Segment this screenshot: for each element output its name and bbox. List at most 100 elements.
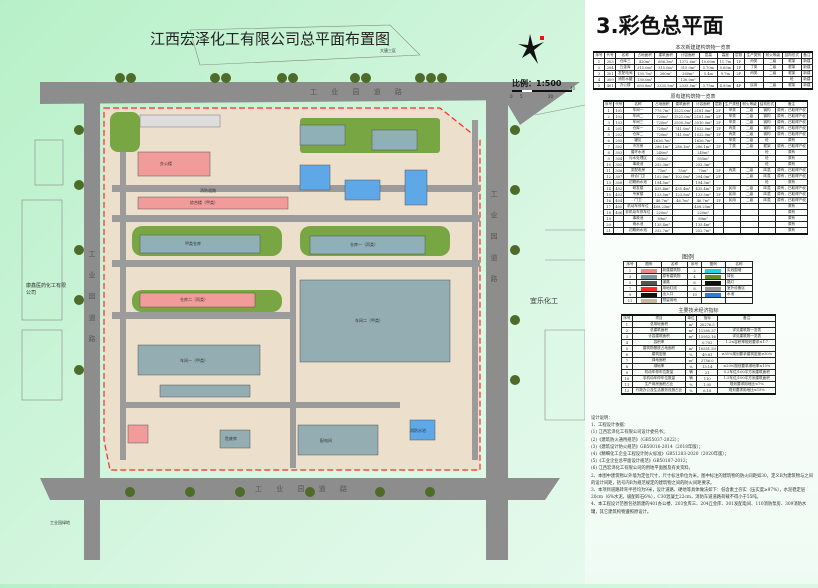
column-header: 生产类别 [743,51,764,59]
notes-line: (1) 江西宏泽化工有限公司设计委托书； [591,430,668,436]
column-header: 占地面积 [634,51,656,59]
fire-pool [409,419,436,441]
building-label: 仓库二（丙类） [180,297,208,302]
building-label: 危废库 [225,436,237,441]
table-cell: 4F [732,82,745,90]
building-office [137,151,211,177]
table-cell: % [685,381,697,388]
table-cell [613,221,625,228]
column-header: 生产类别 [723,100,742,108]
table-cell: 框架 [781,82,802,90]
table-cell: 135.4m² [692,221,714,228]
table-cell: 原有，已取得产权 [775,173,808,180]
internal-roads [112,120,480,468]
road-label-top: 工 业 园 道 路 [310,88,408,96]
legend-title: 图例 [681,254,694,261]
table-cell [698,76,718,83]
table-cell: ≤20%规划要求绿地率≤15% [717,363,776,370]
scale-label: 比例：1:500 [512,79,562,88]
north-arrow-icon [518,34,544,64]
table-cell: 252.7m² [692,227,714,235]
building-label: 配电间 [320,438,332,443]
table-cell: 0.2车位/100平方米建筑面积 [717,369,776,376]
table-cell [724,297,754,304]
neighbor-outlines [21,24,586,421]
table-cell: 原有，已取得产权 [775,167,808,174]
site-plan: 江西宏泽化工有限公司总平面布置图 比例：1:500 0 5 20 40 工 业 … [21,24,586,560]
building-warehouse-1 [309,235,426,255]
internal-road-label: 消防道路 [200,188,216,193]
building-label: 办公楼 [160,161,172,166]
table-cell: 309 [604,76,617,83]
table-cell: 2335.5m² [676,82,700,90]
column-header: 结构形式 [781,51,802,59]
table-cell [757,227,777,235]
column-header: 建筑面积 [671,100,694,108]
table-cell: 1.2≤容积率规划要求≤1.7 [717,339,776,346]
table-cell: 行政办公及生活服务设施占比 [631,387,687,395]
table-cell: 原有，已取得产权 [775,191,808,198]
legend-swatch-icon [705,274,722,279]
table-cell: 4.95m [716,82,734,90]
notes-line: (3)《建筑设计防火规范》GB50016-2014（2018年版）； [591,444,703,450]
column-header: 计容面积 [692,100,714,108]
table-cell: 初期雨水池 [623,227,653,235]
legend-swatch-icon [640,286,657,291]
notes-line: 4、本工程设计范围包括新建的401办公楼、203金库三、204丘金库、301发配… [591,502,807,515]
notes-title: 设计说明： [591,416,613,421]
notes-line: (6) 江西宏泽化工有限公司的用地平面图及有关资料。 [591,466,693,472]
table-cell [712,227,725,235]
design-notes: 设计说明： 1、工程设计依据：(1) 江西宏泽化工有限公司设计委托书；(2)《建… [591,415,813,516]
neighbor-left: 康鑫医药化工有限公司 [26,283,67,296]
column-header: 占地面积 [651,100,673,108]
scale-tick: 5 [520,94,523,99]
legend-number: 11 [622,297,638,304]
table-cell: 原有，已取得产权 [775,119,808,126]
scale-tick: 40 [570,86,576,91]
building-label: 消防水池 [410,428,426,433]
column-header: 序号 [602,100,615,108]
notes-line: (2)《建筑防火通用规范》（GB55037-2022）； [591,437,682,443]
table-cell: 消防水罐 [615,76,636,83]
table-cell: ≥35%规划要求建筑密度≥30% [717,351,776,358]
new-table-title: 本次新建建构筑物一览表 [675,45,731,51]
table-cell: 3.75m [698,82,718,90]
old-table-title: 原有建构筑物一览表 [670,94,716,100]
table-cell [757,221,777,228]
table-cell [732,76,745,83]
legend-swatch-icon [640,268,657,273]
pool [404,169,428,206]
neighbor-bottom-left: 工业园绿地 [50,520,70,525]
table-cell: 原有，已取得产权 [775,185,808,192]
building-workshop-1 [137,344,261,376]
legend-swatch-icon [640,298,657,303]
table-cell: 5 [592,82,606,90]
indicators-title: 主要技术经济指标 [678,308,719,314]
building-label: 甲类仓库 [185,241,201,246]
road-label-bottom: 工 业 园 道 路 [255,485,353,493]
building-label: 综合楼（甲类） [190,200,218,205]
table-cell: 原有，已取得产权 [775,107,808,114]
legend-swatch-icon [640,292,657,297]
table-cell: 2335.5m² [654,82,678,90]
table-cell: 机动车停车位 [623,203,653,210]
building-new-small [127,424,149,444]
table-cell [740,227,759,235]
table-cell: 办公楼 [615,82,636,90]
table-cell: 原有，已取得产权 [775,125,808,132]
table-cell: 6.18 [695,387,719,395]
table-cell: 规划要求用地比≤7% [717,381,776,388]
table-cell: 发配电间 [615,70,636,77]
column-header: 耐火等级 [740,100,759,108]
road-label-left: 工 业 园 道 路 [88,250,96,348]
table-cell: 原有，已取得产权 [775,143,808,150]
scale-tick: 20 [548,94,554,99]
table-cell: 新建 [800,82,814,90]
notes-line: 3、本项目道路转弯半径均为9米，设计道路、硬地等具体做法如下：低含素土夯实（压实… [591,488,806,501]
